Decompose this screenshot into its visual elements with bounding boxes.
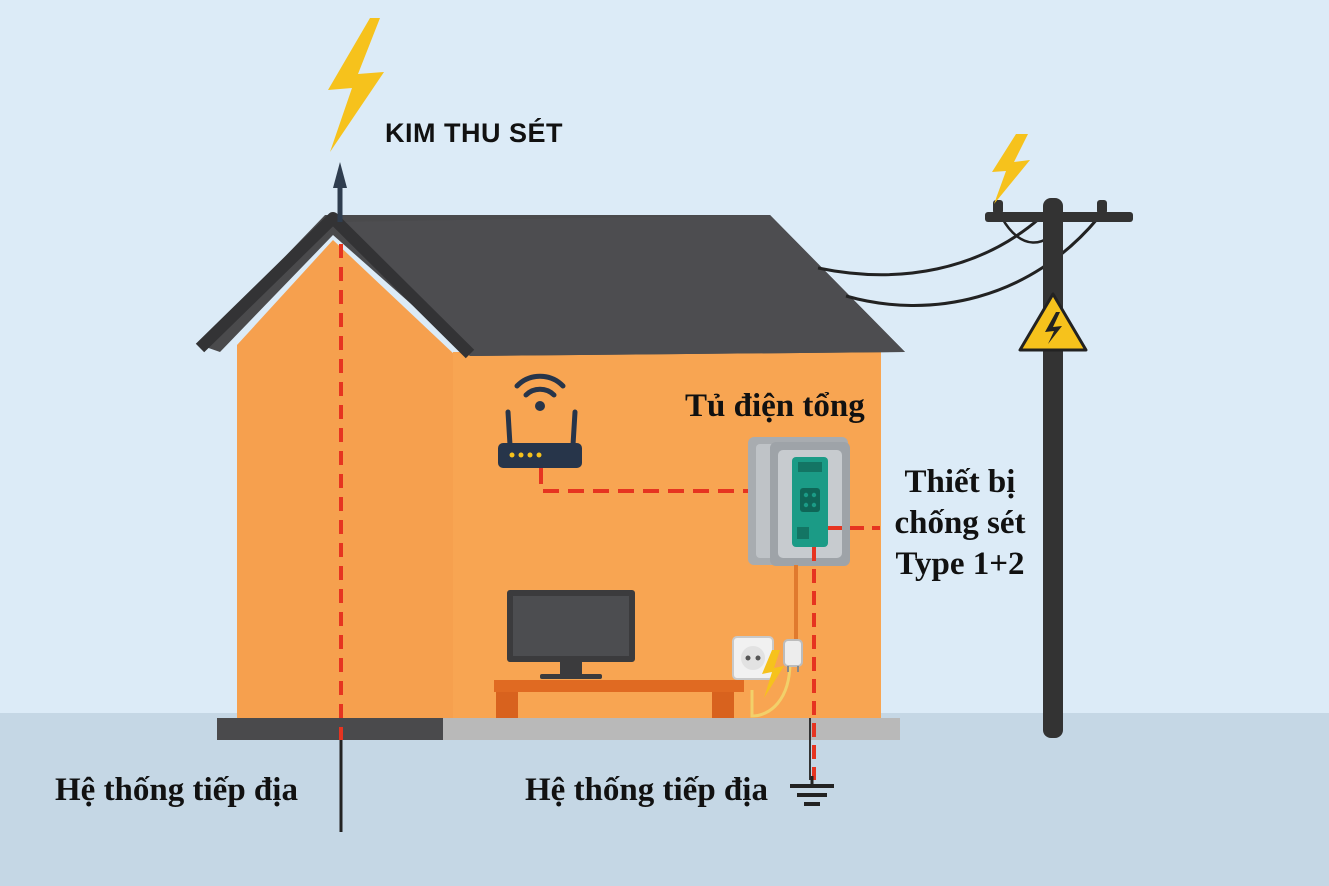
ground-symbol-icon bbox=[790, 776, 834, 806]
main-panel-label: Tủ điện tổng bbox=[685, 388, 865, 424]
spd-label-line2: chống sét bbox=[894, 505, 1026, 541]
foundation-right bbox=[443, 718, 900, 740]
grounding-label-left: Hệ thống tiếp địa bbox=[55, 772, 298, 808]
surge-bolt-icon bbox=[762, 650, 784, 698]
tv-icon bbox=[507, 590, 635, 679]
spd-label-line3: Type 1+2 bbox=[895, 546, 1025, 582]
lightning-bolt-icon bbox=[328, 18, 384, 152]
roof-front bbox=[333, 215, 905, 356]
high-voltage-warning-icon bbox=[1018, 292, 1088, 352]
ground bbox=[0, 713, 1329, 886]
foundation-left bbox=[217, 718, 445, 740]
roof-edge bbox=[195, 212, 475, 359]
spd-device-icon bbox=[792, 457, 828, 547]
router-cable bbox=[539, 468, 798, 493]
pole-lightning-bolt-icon bbox=[992, 134, 1030, 204]
power-line-lower bbox=[845, 217, 1100, 307]
spd-label-line1: Thiết bị bbox=[904, 464, 1016, 500]
spd-label: Thiết bị chống sét Type 1+2 bbox=[890, 462, 1030, 585]
lightning-rod-tip bbox=[333, 162, 347, 188]
grounding-label-right: Hệ thống tiếp địa bbox=[525, 772, 768, 808]
wifi-router-icon bbox=[498, 373, 582, 468]
house-gable-wall bbox=[237, 240, 455, 718]
outlet-cable-yellow bbox=[750, 661, 792, 718]
wall-outlet-icon bbox=[732, 636, 774, 680]
plug-icon bbox=[783, 639, 803, 672]
tv-cabinet bbox=[494, 680, 744, 718]
lightning-rod-label: KIM THU SÉT bbox=[385, 118, 563, 148]
